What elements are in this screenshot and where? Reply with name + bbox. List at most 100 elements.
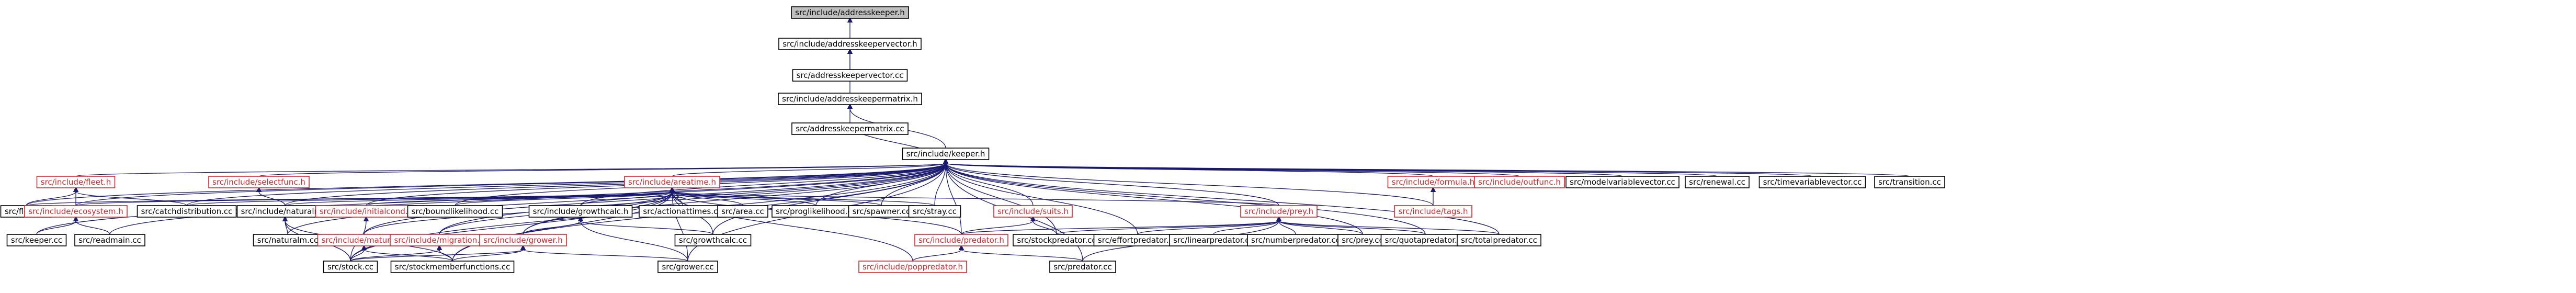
node-stockpredator-cc[interactable]: src/stockpredator.cc [1013,234,1100,246]
nodes-layer: src/include/addresskeeper.h src/include/a… [0,6,1945,273]
node-label: src/stockmemberfunctions.cc [395,262,510,272]
node-label: src/include/addresskeeper.h [795,8,905,17]
node-box [778,38,922,50]
node-box [74,234,145,246]
node-predator-h[interactable]: src/include/predator.h [914,234,1008,246]
edge-prey-h-to-areatime-h [669,186,1279,206]
node-outfunc-h[interactable]: src/include/outfunc.h [1474,176,1565,188]
edge-catchdistribution-cc-to-keeper-h [186,158,949,206]
node-label: src/renewal.cc [1689,177,1745,187]
node-timevariablevector-cc[interactable]: src/timevariablevector.cc [1758,176,1866,188]
node-box [993,205,1073,218]
node-spawner-cc[interactable]: src/spawner.cc [848,205,915,218]
node-renewal-cc[interactable]: src/renewal.cc [1685,176,1750,188]
node-prey-h[interactable]: src/include/prey.h [1240,205,1318,218]
node-label: src/readmain.cc [78,235,141,245]
node-maturity-h[interactable]: src/include/maturity.h [317,234,411,246]
edge-stockpredator-cc-to-prey-h [1056,216,1282,235]
edge-selectfunc-h-to-keeper-h [258,158,949,177]
node-label: src/include/keeper.h [906,149,985,159]
edge-prey-h-to-keeper-h [943,158,1279,206]
node-box [1457,234,1541,246]
node-predator-cc[interactable]: src/predator.cc [1049,261,1116,273]
node-stock-cc[interactable]: src/stock.cc [323,261,378,273]
node-addresskeepermatrix-cc[interactable]: src/addresskeepermatrix.cc [791,122,909,135]
node-fleet-h[interactable]: src/include/fleet.h [36,176,116,188]
node-suits-h[interactable]: src/include/suits.h [993,205,1073,218]
node-label: src/keeper.cc [11,235,62,245]
edge-readmain-cc-to-keeper-h [109,158,949,235]
node-poppredator-h[interactable]: src/include/poppredator.h [858,261,967,273]
node-label: src/include/formula.h [1392,177,1474,187]
edge-spawner-cc-to-keeper-h [881,158,949,206]
node-catchdistribution-cc[interactable]: src/catchdistribution.cc [137,205,237,218]
node-growthcalc-h[interactable]: src/include/growthcalc.h [528,205,633,218]
node-effortpredator-cc[interactable]: src/effortpredator.cc [1093,234,1182,246]
edge-numberpredator-cc-to-prey-h [1276,216,1296,235]
edge-grower-cc-to-areatime-h [669,186,688,262]
edge-effortpredator-cc-to-prey-h [1137,216,1282,235]
node-linearpredator-cc[interactable]: src/linearpredator.cc [1169,234,1258,246]
node-label: src/quotapredator.cc [1385,235,1466,245]
node-areatime-h[interactable]: src/include/areatime.h [624,176,720,188]
node-box [479,234,567,246]
node-box [390,261,515,273]
node-naturalm-h[interactable]: src/include/naturalm.h [236,205,334,218]
node-box [208,176,310,188]
node-label: src/include/naturalm.h [241,207,330,216]
node-transition-cc[interactable]: src/transition.cc [1874,176,1945,188]
node-totalpredator-cc[interactable]: src/totalpredator.cc [1457,234,1541,246]
node-quotapredator-cc[interactable]: src/quotapredator.cc [1380,234,1470,246]
edge-grower-h-to-growthcalc-h [523,216,584,235]
edge-predator-h-to-prey-h [961,216,1282,235]
node-grower-h[interactable]: src/include/grower.h [479,234,567,246]
edge-ecosystem-h-to-keeper-h [75,158,949,206]
edge-tags-h-to-keeper-h [943,158,1434,206]
node-box [1240,205,1318,218]
node-boundlikelihood-cc[interactable]: src/boundlikelihood.cc [407,205,503,218]
node-label: src/prey.cc [1342,235,1383,245]
node-area-cc[interactable]: src/area.cc [717,205,768,218]
node-label: src/totalpredator.cc [1461,235,1537,245]
node-label: src/stockpredator.cc [1017,235,1096,245]
node-initialcond-h[interactable]: src/include/initialcond.h [315,205,417,218]
edge-catchdistribution-cc-to-fleet-h [73,186,187,206]
node-selectfunc-h[interactable]: src/include/selectfunc.h [208,176,310,188]
node-ecosystem-h[interactable]: src/include/ecosystem.h [24,205,128,218]
node-label: src/include/addresskeepermatrix.h [782,94,918,104]
node-addresskeepervector-h[interactable]: src/include/addresskeepervector.h [778,38,922,50]
node-tags-h[interactable]: src/include/tags.h [1394,205,1472,218]
node-migration-h[interactable]: src/include/migration.h [390,234,489,246]
node-naturalm-cc[interactable]: src/naturalm.cc [253,234,323,246]
edge-prey-cc-to-keeper-h [943,158,1363,235]
node-keeper-h[interactable]: src/include/keeper.h [902,148,990,160]
edge-quotapredator-cc-to-prey-h [1276,216,1426,235]
edge-naturalm-h-to-keeper-h [285,158,949,206]
node-label: src/spawner.cc [853,207,911,216]
node-box [908,205,961,218]
edge-keeper-cc-to-ecosystem-h [36,216,79,235]
edge-totalpredator-cc-to-keeper-h [943,158,1500,235]
node-proglikelihood-cc[interactable]: src/proglikelihood.cc [771,205,860,218]
node-label: src/transition.cc [1878,177,1941,187]
node-numberpredator-cc[interactable]: src/numberpredator.cc [1247,234,1344,246]
node-readmain-cc[interactable]: src/readmain.cc [74,234,145,246]
edge-poppredator-h-to-areatime-h [669,186,913,262]
node-box [6,234,67,246]
node-prey-cc[interactable]: src/prey.cc [1337,234,1388,246]
node-label: src/linearpredator.cc [1173,235,1254,245]
node-stockmemberfunctions-cc[interactable]: src/stockmemberfunctions.cc [390,261,515,273]
node-formula-h[interactable]: src/include/formula.h [1387,176,1479,188]
node-grower-cc[interactable]: src/grower.cc [657,261,718,273]
node-addresskeepermatrix-h[interactable]: src/include/addresskeepermatrix.h [778,93,922,105]
node-growthcalc-cc[interactable]: src/growthcalc.cc [674,234,752,246]
node-addresskeepervector-cc[interactable]: src/addresskeepervector.cc [792,69,908,82]
node-stray-cc[interactable]: src/stray.cc [908,205,961,218]
node-label: src/stock.cc [327,262,373,272]
node-label: src/include/predator.h [918,235,1004,245]
node-label: src/area.cc [721,207,764,216]
node-addresskeeper-h[interactable]: src/include/addresskeeper.h [791,6,909,19]
node-keeper-cc[interactable]: src/keeper.cc [6,234,67,246]
node-modelvariablevector-cc[interactable]: src/modelvariablevector.cc [1565,176,1679,188]
node-actionattimes-cc[interactable]: src/actionattimes.cc [639,205,727,218]
